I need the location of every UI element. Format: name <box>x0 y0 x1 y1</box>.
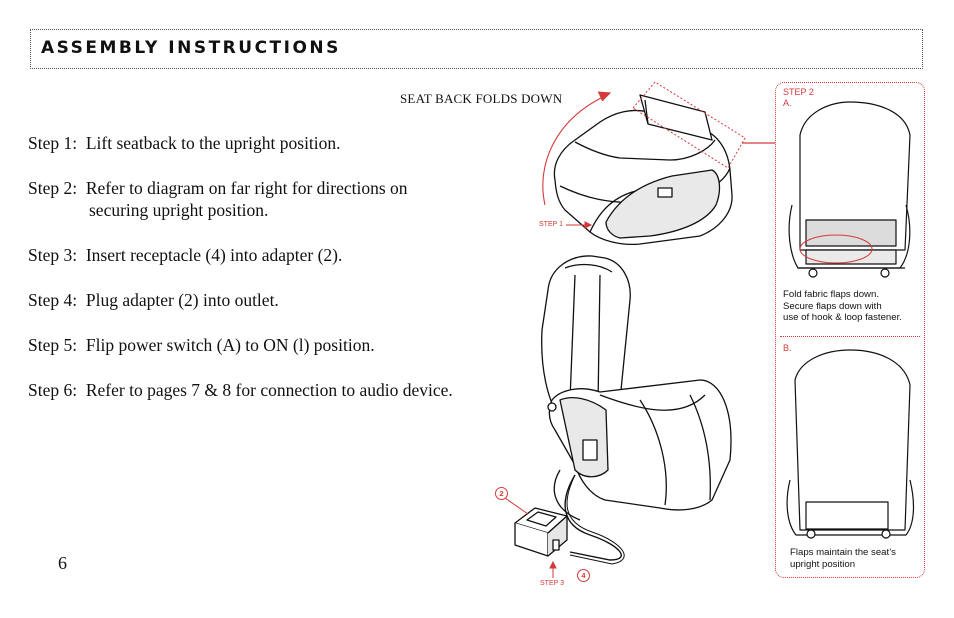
panel-step-label: STEP 2 <box>783 87 814 97</box>
step-1-label: Step 1: <box>28 133 78 153</box>
step-5-text: Flip power switch (A) to ON (l) position… <box>85 335 375 355</box>
step-2-text-line2: securing upright position. <box>89 200 269 220</box>
panel-b-text-line-2: upright position <box>790 558 856 570</box>
adapter-leader-line <box>504 497 529 515</box>
panel-a-text: Fold fabric flaps down. Secure flaps dow… <box>783 289 902 324</box>
panel-a-highlight <box>799 234 873 264</box>
step-2-panel <box>775 82 925 578</box>
step-4-label: Step 4: <box>28 290 78 310</box>
step-3-text: Insert receptacle (4) into adapter (2). <box>85 245 343 265</box>
panel-a-text-line-3: use of hook & loop fastener. <box>783 312 902 323</box>
page-number: 6 <box>58 553 67 573</box>
step-4: Step 4: Plug adapter (2) into outlet. <box>28 289 279 312</box>
step-4-text: Plug adapter (2) into outlet. <box>85 290 279 310</box>
panel-a-label: A. <box>783 98 792 108</box>
step-3: Step 3: Insert receptacle (4) into adapt… <box>28 244 342 267</box>
step-1-label: STEP 1 <box>539 221 563 228</box>
step-3-label: STEP 3 <box>540 580 564 587</box>
folded-chair-illustration <box>553 94 733 246</box>
step-3-arrow-icon <box>549 560 557 578</box>
step-6-text: Refer to pages 7 & 8 for connection to a… <box>85 380 453 400</box>
step-5: Step 5: Flip power switch (A) to ON (l) … <box>28 334 375 357</box>
step-6-label: Step 6: <box>28 380 78 400</box>
callout-receptacle: 4 <box>577 569 590 582</box>
panel-b-chair-illustration <box>786 349 915 539</box>
panel-b-text-line-1: Flaps maintain the seat’s <box>790 547 896 558</box>
upright-chair-illustration <box>541 255 732 521</box>
adapter-box-illustration <box>514 507 568 557</box>
power-cable <box>564 474 625 565</box>
headrest-callout <box>632 81 746 169</box>
step-5-label: Step 5: <box>28 335 78 355</box>
panel-a-text-line-2: Secure flaps down with <box>783 300 882 312</box>
step-3-label: Step 3: <box>28 245 78 265</box>
header-box: ASSEMBLY INSTRUCTIONS <box>30 29 923 69</box>
step-2-text: Refer to diagram on far right for direct… <box>85 178 408 198</box>
callout-adapter: 2 <box>495 487 508 500</box>
step-1-text: Lift seatback to the upright position. <box>85 133 341 153</box>
page-title: ASSEMBLY INSTRUCTIONS <box>41 38 341 58</box>
step-2: Step 2: Refer to diagram on far right fo… <box>28 177 408 200</box>
step-2-label: Step 2: <box>28 178 78 198</box>
panel-divider <box>780 336 920 337</box>
panel-a-text-line-1: Fold fabric flaps down. <box>783 289 879 300</box>
step-1: Step 1: Lift seatback to the upright pos… <box>28 132 341 155</box>
panel-a-chair-illustration <box>788 101 911 278</box>
panel-b-text: Flaps maintain the seat’s upright positi… <box>790 547 896 570</box>
panel-b-label: B. <box>783 343 792 353</box>
fold-arrow-icon <box>542 91 612 206</box>
step-6: Step 6: Refer to pages 7 & 8 for connect… <box>28 379 453 402</box>
seat-back-label: SEAT BACK FOLDS DOWN <box>400 91 563 106</box>
step-1-arrow-icon <box>566 221 593 229</box>
step-2-continued: securing upright position. <box>89 199 268 222</box>
